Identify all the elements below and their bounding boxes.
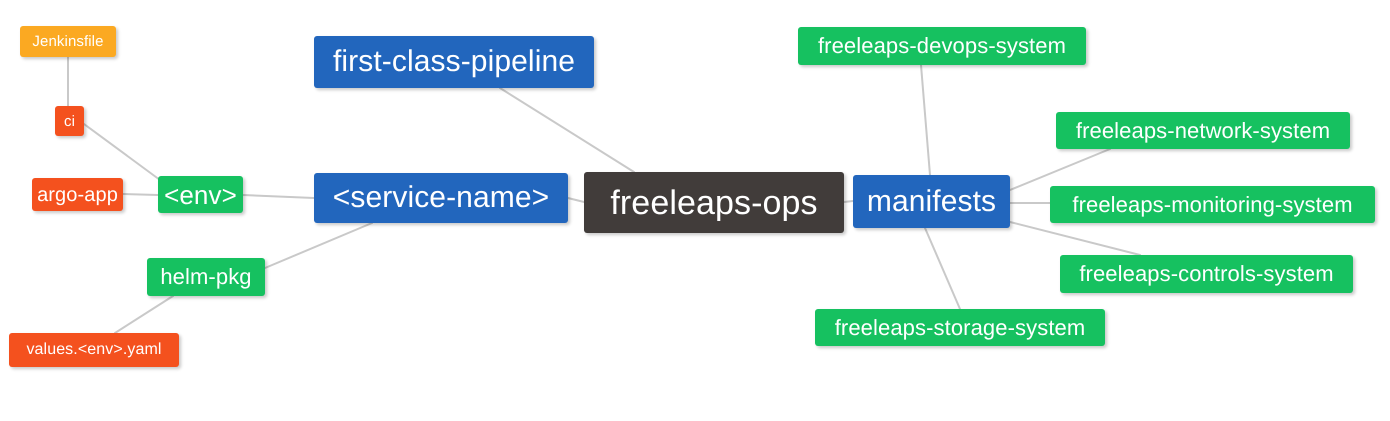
node-label-service-name: <service-name> [332, 181, 550, 214]
edge-ops-pipeline [499, 87, 635, 173]
node-label-env: <env> [164, 179, 237, 210]
edge-manifests-storage [924, 227, 961, 310]
node-env[interactable]: <env> [158, 176, 243, 213]
node-freeleaps-network-system[interactable]: freeleaps-network-system [1056, 112, 1350, 149]
node-label-manifests: manifests [866, 184, 997, 218]
node-freeleaps-ops[interactable]: freeleaps-ops [584, 172, 844, 233]
edge-env-argo [122, 193, 159, 196]
node-service-name[interactable]: <service-name> [314, 173, 568, 223]
node-manifests[interactable]: manifests [853, 175, 1010, 228]
node-freeleaps-controls-system[interactable]: freeleaps-controls-system [1060, 255, 1353, 293]
edge-manifests-devops [920, 64, 931, 176]
node-freeleaps-monitoring-system[interactable]: freeleaps-monitoring-system [1050, 186, 1375, 223]
node-label-ci: ci [63, 112, 76, 130]
node-label-first-class-pipeline: first-class-pipeline [332, 45, 576, 78]
node-label-values-env-yaml: values.<env>.yaml [26, 341, 162, 358]
edge-ops-service-name [567, 197, 585, 203]
node-label-freeleaps-network-system: freeleaps-network-system [1075, 117, 1331, 143]
node-label-freeleaps-monitoring-system: freeleaps-monitoring-system [1072, 191, 1353, 217]
node-freeleaps-devops-system[interactable]: freeleaps-devops-system [798, 27, 1086, 65]
node-freeleaps-storage-system[interactable]: freeleaps-storage-system [815, 309, 1105, 346]
node-jenkinsfile[interactable]: Jenkinsfile [20, 26, 116, 57]
node-label-freeleaps-storage-system: freeleaps-storage-system [834, 314, 1086, 340]
node-values-env-yaml[interactable]: values.<env>.yaml [9, 333, 179, 367]
node-label-freeleaps-controls-system: freeleaps-controls-system [1079, 261, 1334, 286]
node-label-argo-app: argo-app [37, 183, 118, 206]
edge-service-env [242, 194, 315, 199]
edge-helm-values [114, 295, 174, 334]
node-first-class-pipeline[interactable]: first-class-pipeline [314, 36, 594, 88]
edge-env-ci [83, 123, 161, 181]
node-label-jenkinsfile: Jenkinsfile [32, 33, 104, 50]
node-argo-app[interactable]: argo-app [32, 178, 123, 211]
edge-manifests-controls [1009, 221, 1141, 256]
edge-ops-manifests [843, 200, 854, 203]
node-label-freeleaps-ops: freeleaps-ops [610, 183, 818, 222]
node-label-freeleaps-devops-system: freeleaps-devops-system [817, 33, 1067, 58]
node-ci[interactable]: ci [55, 106, 84, 136]
node-label-helm-pkg: helm-pkg [160, 264, 252, 289]
edge-manifests-network [1009, 148, 1111, 191]
edge-service-helm [264, 222, 373, 269]
node-helm-pkg[interactable]: helm-pkg [147, 258, 265, 296]
